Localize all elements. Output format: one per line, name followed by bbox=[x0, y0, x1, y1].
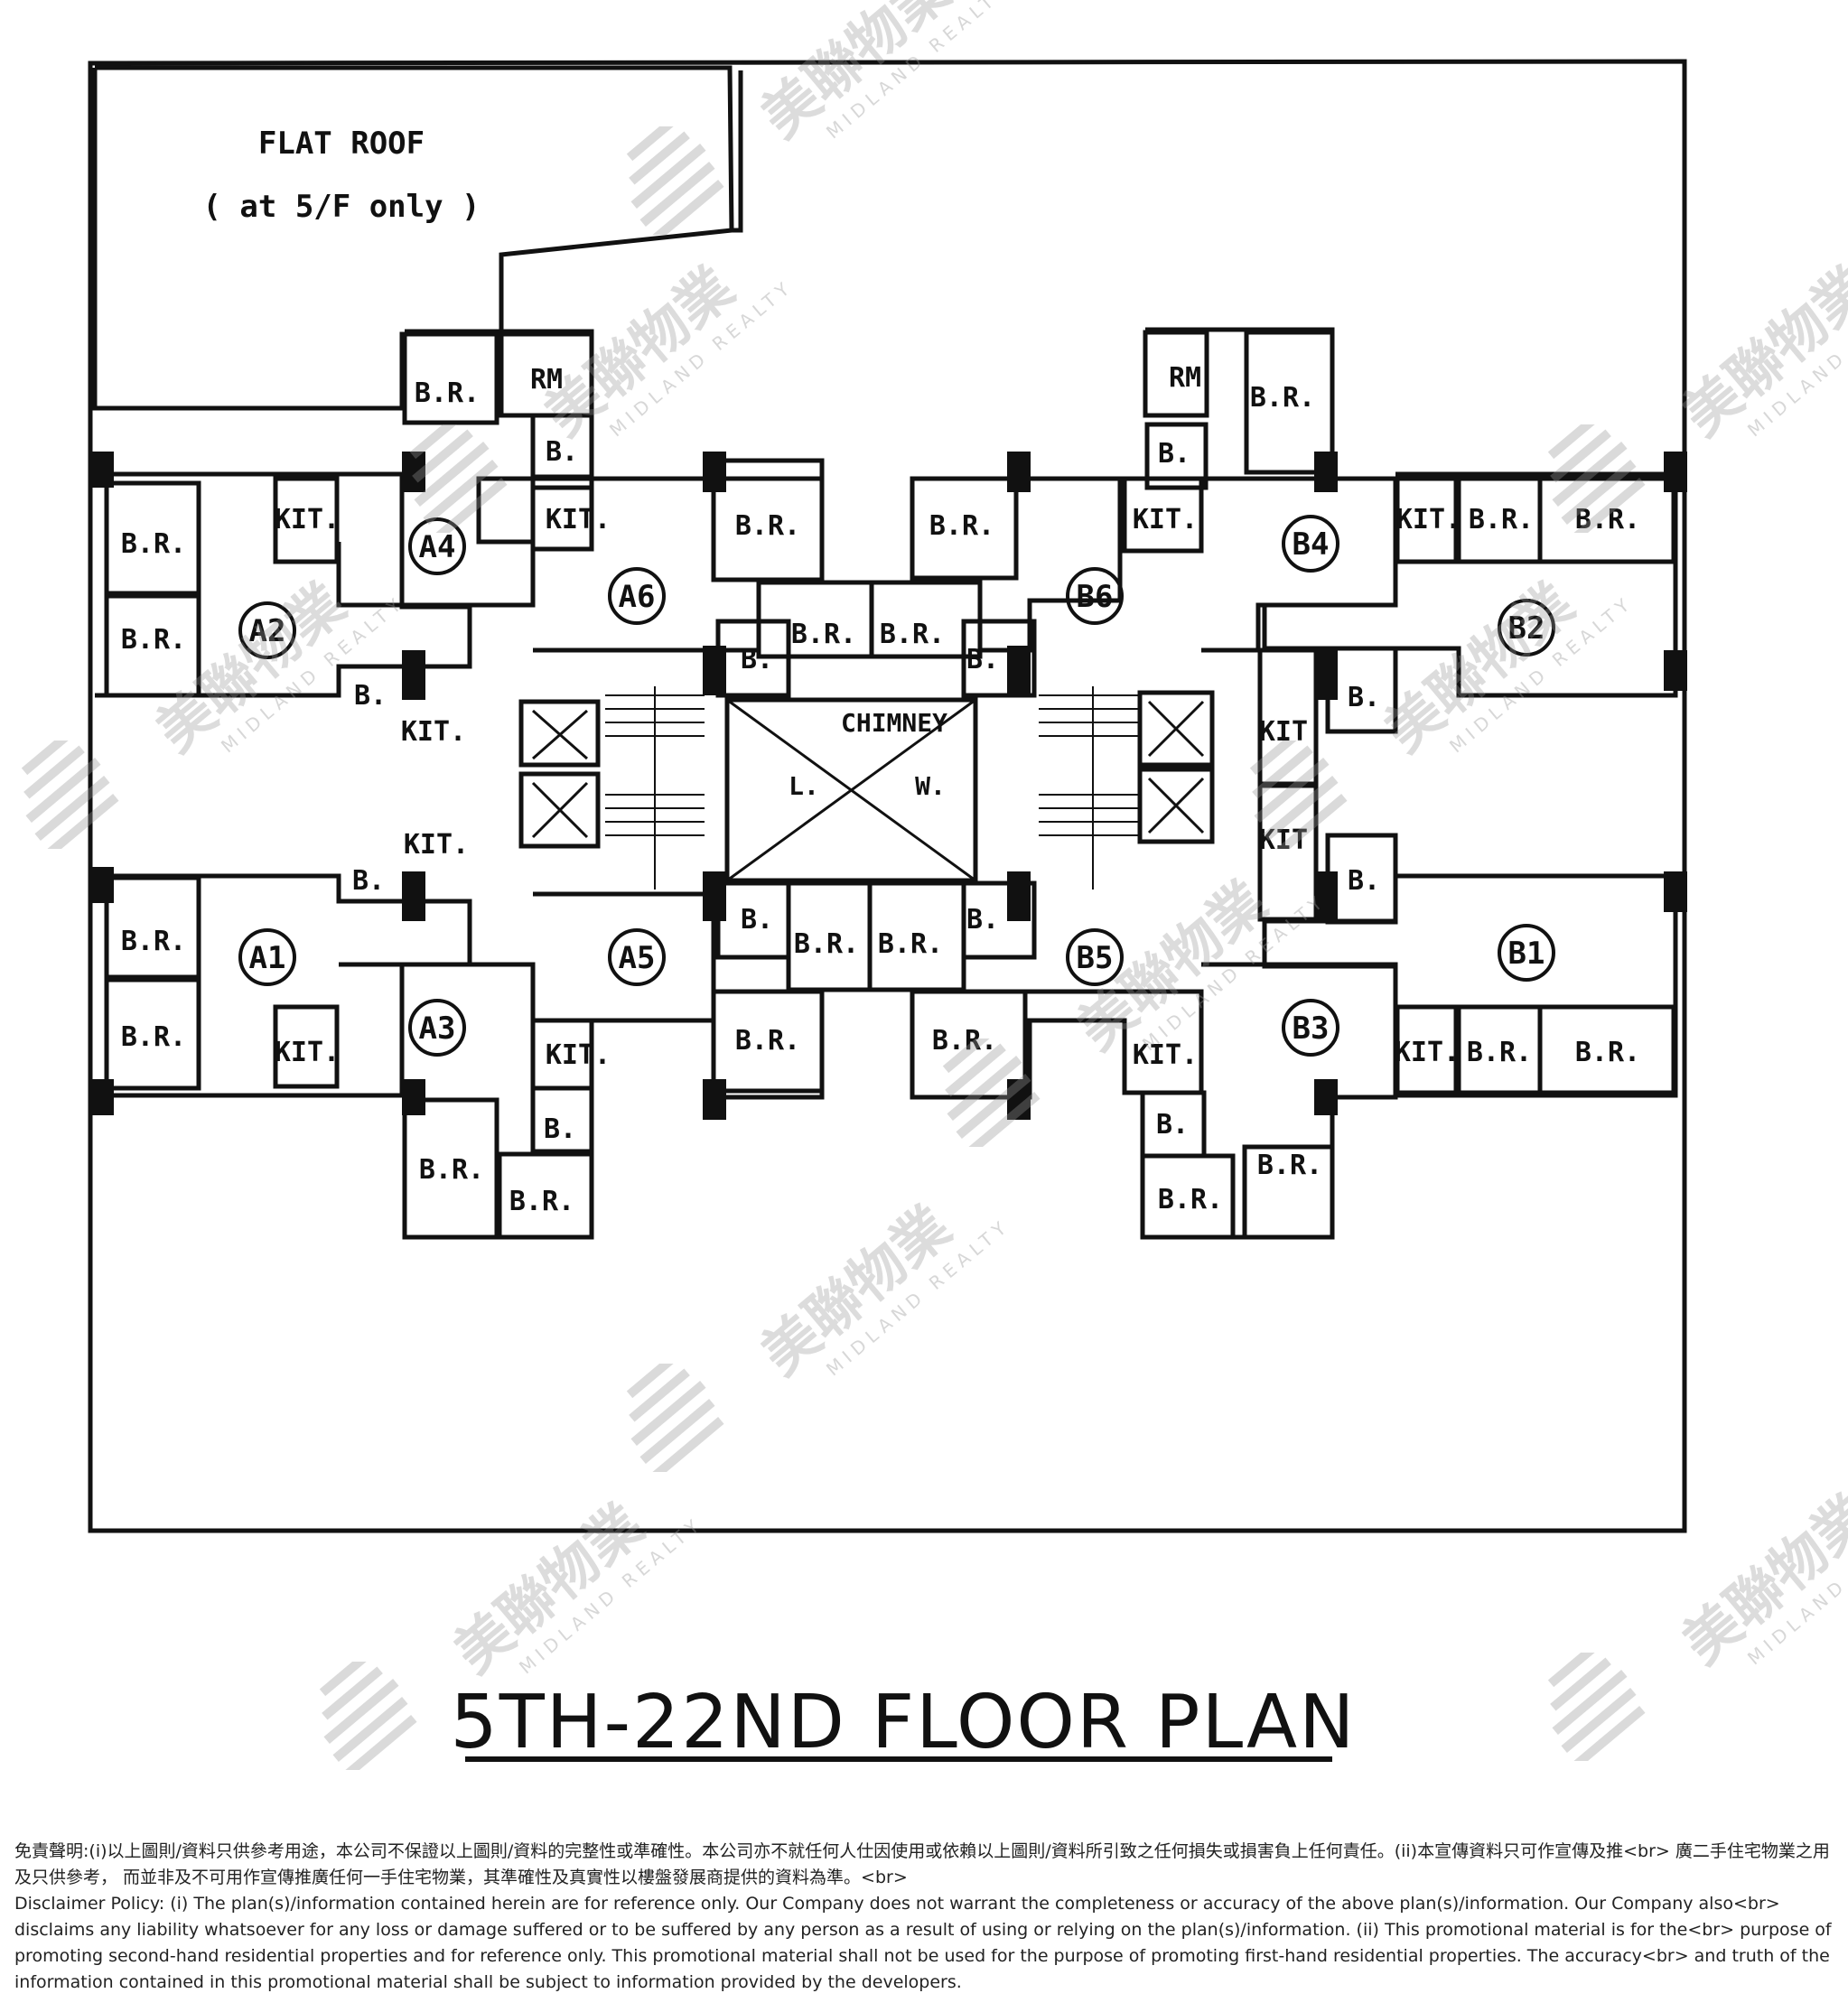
room-label-br: B.R. bbox=[1469, 504, 1534, 536]
room-label-br: B.R. bbox=[121, 1021, 186, 1053]
flat-roof-note: ( at 5/F only ) bbox=[202, 189, 480, 225]
room-label-kit: KIT. bbox=[404, 829, 469, 861]
room-label-kit: KIT. bbox=[275, 504, 340, 536]
room-label-rm: RM bbox=[1169, 362, 1201, 394]
unit-label-a5: A5 bbox=[619, 940, 656, 976]
unit-a5-outline bbox=[533, 891, 825, 1100]
chimney-shaft bbox=[724, 697, 978, 883]
room-label-br: B.R. bbox=[791, 619, 856, 650]
unit-label-a6: A6 bbox=[619, 579, 656, 615]
room-label-kit: KIT. bbox=[1133, 504, 1198, 536]
flat-roof-label: FLAT ROOF bbox=[258, 126, 425, 162]
room-label-br: B.R. bbox=[880, 619, 945, 650]
disclaimer-en: Disclaimer Policy: (i) The plan(s)/infor… bbox=[14, 1894, 1832, 1992]
flat-roof-outline bbox=[92, 65, 743, 411]
room-label-br: B.R. bbox=[419, 1154, 484, 1186]
room-label-br: B.R. bbox=[1250, 382, 1315, 414]
disclaimer: 免責聲明:(i)以上圖則/資料只供參考用途，本公司不保證以上圖則/資料的完整性或… bbox=[14, 1839, 1839, 1996]
unit-label-a1: A1 bbox=[249, 940, 286, 976]
room-label-br: B.R. bbox=[1467, 1037, 1532, 1068]
unit-label-b4: B4 bbox=[1293, 526, 1330, 563]
site-boundary bbox=[88, 59, 1687, 1533]
unit-a2-outline bbox=[95, 471, 472, 698]
unit-label-a4: A4 bbox=[419, 529, 456, 565]
room-label-br: B.R. bbox=[735, 1025, 800, 1057]
unit-label-a2: A2 bbox=[249, 613, 286, 649]
room-label-br: B.R. bbox=[929, 510, 994, 542]
room-label-br: B.R. bbox=[509, 1186, 574, 1217]
room-label-kit: KIT. bbox=[546, 504, 611, 536]
room-label-br: B.R. bbox=[121, 528, 186, 560]
room-label-br: B.R. bbox=[1575, 504, 1640, 536]
unit-b4-outline bbox=[1201, 476, 1398, 653]
room-label-b: B. bbox=[1348, 682, 1380, 713]
unit-a1-outline bbox=[95, 873, 472, 1098]
room-label-b: B. bbox=[966, 904, 999, 936]
chimney-left-label: L. bbox=[789, 771, 819, 801]
room-label-b: B. bbox=[1158, 438, 1190, 470]
unit-label-b1: B1 bbox=[1508, 936, 1545, 972]
unit-b6-outline bbox=[912, 476, 1123, 653]
room-label-br: B.R. bbox=[878, 928, 943, 960]
disclaimer-cn: 免責聲明:(i)以上圖則/資料只供參考用途，本公司不保證以上圖則/資料的完整性或… bbox=[14, 1841, 1830, 1887]
room-label-kit: KIT. bbox=[1259, 824, 1324, 856]
unit-label-b5: B5 bbox=[1077, 940, 1114, 976]
room-label-br: B.R. bbox=[1257, 1150, 1322, 1181]
room-label-kit: KIT. bbox=[401, 716, 466, 748]
floor-plan: A1 A2 A3 A4 A5 A6 B1 B2 B3 B4 B5 B6 FLAT… bbox=[88, 59, 1687, 1765]
room-label-kit: KIT. bbox=[546, 1039, 611, 1071]
room-label-b: B. bbox=[546, 436, 578, 468]
room-label-br: B.R. bbox=[932, 1025, 997, 1057]
room-label-br: B.R. bbox=[1158, 1184, 1223, 1216]
room-label-kit: KIT. bbox=[1395, 1037, 1460, 1068]
room-label-b: B. bbox=[354, 680, 387, 712]
room-label-br: B.R. bbox=[735, 510, 800, 542]
unit-label-b6: B6 bbox=[1077, 579, 1114, 615]
room-label-br: B.R. bbox=[794, 928, 859, 960]
chimney-label: CHIMNEY bbox=[841, 708, 947, 738]
room-label-kit: KIT. bbox=[1259, 716, 1324, 748]
room-label-br: B.R. bbox=[1575, 1037, 1640, 1068]
room-label-kit: KIT. bbox=[275, 1037, 340, 1068]
room-label-b: B. bbox=[544, 1113, 576, 1145]
unit-label-a3: A3 bbox=[419, 1011, 456, 1047]
room-label-br: B.R. bbox=[121, 926, 186, 957]
room-label-b: B. bbox=[966, 644, 999, 675]
room-label-kit: KIT. bbox=[1133, 1039, 1198, 1071]
room-label-b: B. bbox=[741, 904, 773, 936]
plan-title: 5TH-22ND FLOOR PLAN bbox=[451, 1680, 1357, 1765]
room-label-b: B. bbox=[1156, 1109, 1189, 1141]
room-label-b: B. bbox=[352, 865, 385, 897]
unit-label-b3: B3 bbox=[1293, 1011, 1330, 1047]
room-label-rm: RM bbox=[530, 364, 563, 396]
room-label-b: B. bbox=[741, 644, 773, 675]
unit-label-b2: B2 bbox=[1508, 610, 1545, 647]
chimney-right-label: W. bbox=[915, 771, 946, 801]
room-label-b: B. bbox=[1348, 865, 1380, 897]
room-label-kit: KIT. bbox=[1396, 504, 1461, 536]
room-label-br: B.R. bbox=[415, 377, 480, 409]
room-label-br: B.R. bbox=[121, 624, 186, 656]
